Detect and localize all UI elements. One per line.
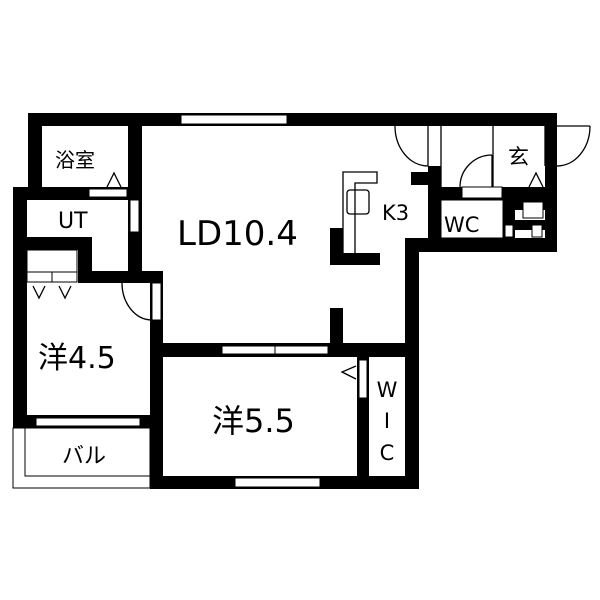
label-entrance: 玄 bbox=[508, 145, 529, 169]
shelf bbox=[26, 271, 53, 283]
wc-room bbox=[440, 199, 504, 239]
balcony-inner bbox=[24, 427, 151, 477]
door-slit bbox=[358, 359, 368, 399]
label-kitchen: K3 bbox=[382, 201, 409, 225]
label-bath: 浴室 bbox=[55, 148, 95, 172]
shelf bbox=[522, 201, 544, 219]
walls bbox=[13, 113, 557, 489]
label-wic-i: I bbox=[384, 409, 390, 433]
label-ut: UT bbox=[58, 209, 88, 234]
openings bbox=[12, 114, 544, 489]
label-room-5-5: 洋5.5 bbox=[212, 402, 295, 440]
label-wic-c: C bbox=[380, 441, 395, 465]
room-labels: 浴室 UT LD10.4 K3 WC 玄 洋4.5 洋5.5 W I C バル bbox=[38, 145, 529, 469]
label-wic-w: W bbox=[377, 378, 398, 402]
window bbox=[35, 417, 141, 427]
wc-door bbox=[461, 186, 503, 199]
door-panel bbox=[151, 282, 162, 321]
window bbox=[274, 345, 329, 355]
label-ld: LD10.4 bbox=[177, 214, 298, 254]
door-swings bbox=[32, 125, 591, 380]
window bbox=[88, 188, 128, 198]
label-wc: WC bbox=[444, 213, 479, 237]
label-balcony: バル bbox=[62, 444, 106, 469]
closet bbox=[26, 249, 78, 273]
window bbox=[180, 114, 288, 125]
window bbox=[221, 345, 276, 355]
shelf bbox=[51, 271, 78, 283]
window bbox=[234, 477, 321, 488]
door-slit bbox=[129, 199, 140, 233]
label-room-4-5: 洋4.5 bbox=[38, 341, 116, 376]
